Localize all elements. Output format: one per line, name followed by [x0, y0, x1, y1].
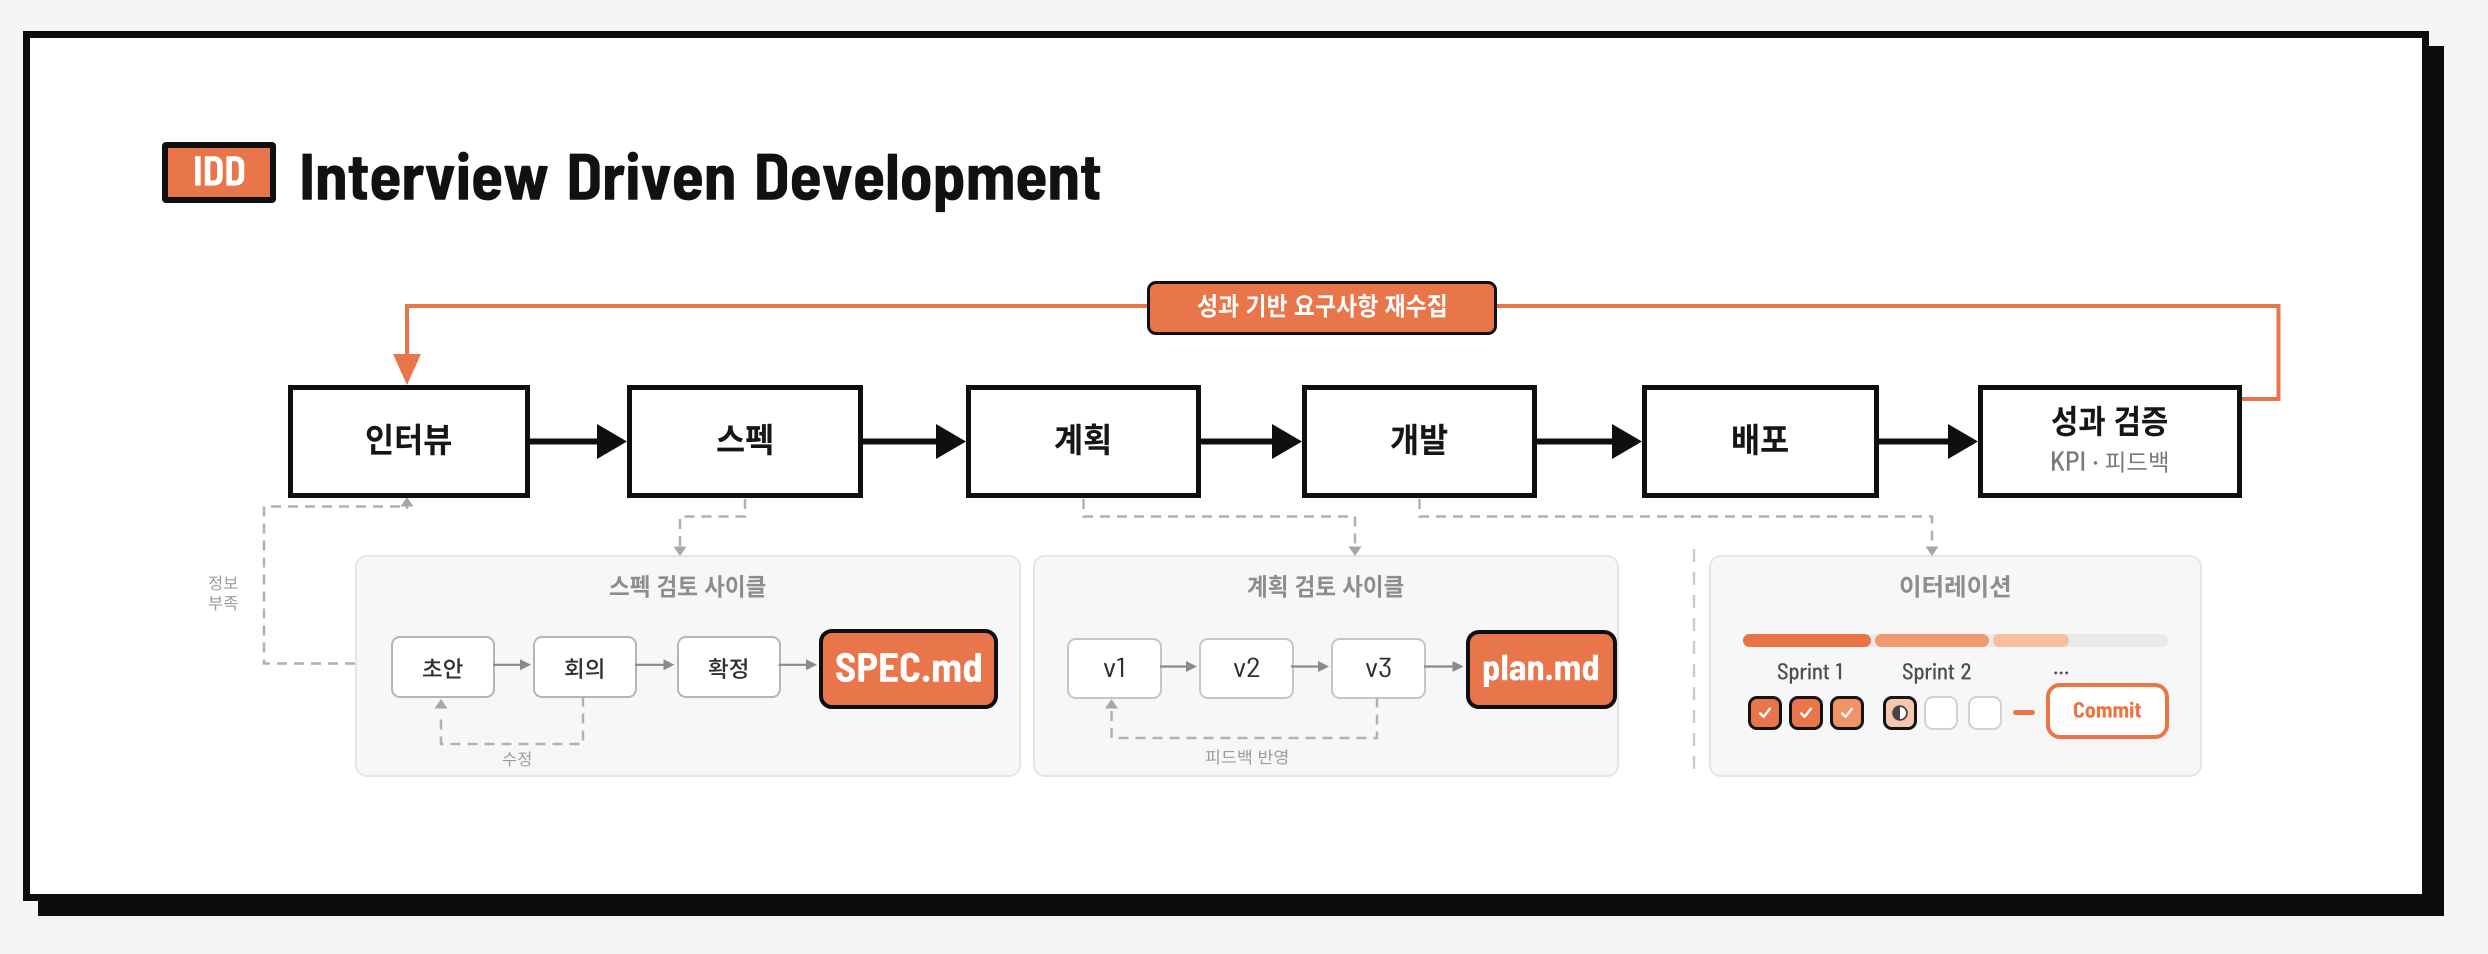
flow-sublabel-kpi: KPI · 피드백: [2050, 451, 2170, 476]
check-icon: [1840, 707, 1853, 718]
insufficient-info-line2-glyphs: [209, 595, 238, 610]
feedback-loop-badge: 성과 기반 요구사항 재수집: [1147, 281, 1497, 335]
iteration-title: 이터레이션: [1711, 574, 2200, 601]
flow-box-interview: 인터뷰: [288, 385, 530, 498]
artifact-plan-md: plan.md: [1465, 629, 1617, 709]
dash-connector: [2013, 709, 2035, 715]
sprint-progress-segments: [1743, 633, 2168, 647]
artifact-spec-md-label-glyphs: [835, 652, 981, 682]
feedback-loop-label: 피드백 반영: [1193, 749, 1303, 767]
feedback-loop-label-glyphs: [1206, 749, 1288, 765]
insufficient-info-line1: 정보: [208, 575, 238, 593]
flow-label-plan-glyphs: [1055, 423, 1110, 455]
step-box-v1-label-glyphs: [1104, 658, 1124, 678]
half-done-icon: [1892, 704, 1908, 721]
step-box-v2-label-glyphs: [1233, 657, 1259, 678]
iteration-title-glyphs: [1900, 574, 2010, 598]
step-box-v1: v1: [1067, 638, 1162, 699]
progress-seg-1: [1743, 633, 1871, 647]
ellipsis-label: ...: [2053, 656, 2069, 679]
flow-label-deploy-glyphs: [1733, 423, 1789, 455]
iteration-panel: 이터레이션Sprint 1Sprint 2...donedonedonein-p…: [1709, 555, 2202, 777]
step-box-meeting: 회의: [533, 635, 637, 698]
plan-review-title: 계획 검토 사이클: [1035, 574, 1618, 601]
step-box-draft: 초안: [391, 635, 495, 698]
task-checkbox-2[interactable]: done: [1788, 695, 1823, 730]
spec-review-title-glyphs: [610, 574, 766, 598]
flow-label-verify: 성과 검증: [2051, 405, 2168, 440]
commit-button-label-glyphs: [2073, 701, 2141, 718]
flow-label-interview-glyphs: [367, 423, 452, 455]
sprint2-label-glyphs: [1902, 662, 1971, 684]
flow-box-deploy: 배포: [1642, 385, 1879, 498]
artifact-plan-md-label-glyphs: [1483, 654, 1599, 687]
check-icon: [1758, 707, 1771, 718]
check-icon: [1799, 707, 1812, 718]
insufficient-info-line1-glyphs: [209, 575, 238, 591]
commit-button[interactable]: Commit: [2045, 683, 2169, 739]
flow-box-development: 개발: [1302, 385, 1537, 498]
flow-label-verify-glyphs: [2052, 405, 2168, 437]
task-checkbox-1[interactable]: done: [1747, 695, 1782, 730]
step-box-v2: v2: [1199, 638, 1294, 699]
spec-review-title: 스펙 검토 사이클: [357, 574, 1019, 601]
step-box-v3: v3: [1331, 638, 1426, 699]
insufficient-info-label: 정보부족: [183, 575, 264, 613]
task-checkbox-6[interactable]: todo: [1967, 695, 2002, 730]
flow-sublabel-kpi-glyphs: [2052, 451, 2168, 473]
task-checkbox-5[interactable]: todo: [1924, 695, 1958, 730]
flow-box-plan: 계획: [966, 385, 1201, 498]
sprint1-label-glyphs: [1777, 662, 1842, 684]
step-box-confirm-label-glyphs: [708, 658, 747, 679]
page-title: Interview Driven Development: [299, 147, 1102, 213]
ellipsis-label-glyphs: [2054, 671, 2069, 675]
flow-box-verify: 성과 검증 KPI · 피드백: [1978, 385, 2242, 498]
insufficient-info-line2: 부족: [208, 595, 238, 613]
flow-label-development-glyphs: [1391, 423, 1448, 455]
revision-loop-label-glyphs: [502, 751, 531, 766]
plan-review-panel: 계획 검토 사이클 v1 v2 v3 plan.md 피드백 반영: [1032, 555, 1619, 777]
feedback-loop-badge-label-glyphs: [1197, 294, 1445, 318]
spec-review-panel: 스펙 검토 사이클초안 회의 확정 SPEC.md 수정: [355, 555, 1021, 777]
progress-seg-2: [1875, 633, 1989, 647]
task-checkbox-4[interactable]: in-progress: [1883, 695, 1917, 730]
page-title-glyphs: [302, 151, 1101, 213]
step-box-v3-label-glyphs: [1365, 658, 1391, 678]
plan-review-title-glyphs: [1247, 574, 1404, 598]
revision-loop-label: 수정: [487, 751, 547, 769]
step-box-confirm: 확정: [676, 635, 781, 698]
artifact-spec-md: SPEC.md: [819, 629, 998, 709]
sprint2-label: Sprint 2: [1902, 661, 1972, 684]
sprint1-label: Sprint 1: [1777, 661, 1843, 684]
progress-seg-3: [1993, 633, 2069, 647]
task-checkbox-3[interactable]: done: [1829, 695, 1864, 730]
flow-box-spec: 스펙: [627, 385, 863, 498]
idd-logo-badge: IDD: [162, 142, 276, 203]
flow-label-spec-glyphs: [717, 423, 772, 455]
step-box-meeting-label-glyphs: [565, 658, 603, 679]
idd-logo-glyphs: [194, 155, 244, 186]
step-box-draft-label-glyphs: [423, 658, 463, 679]
